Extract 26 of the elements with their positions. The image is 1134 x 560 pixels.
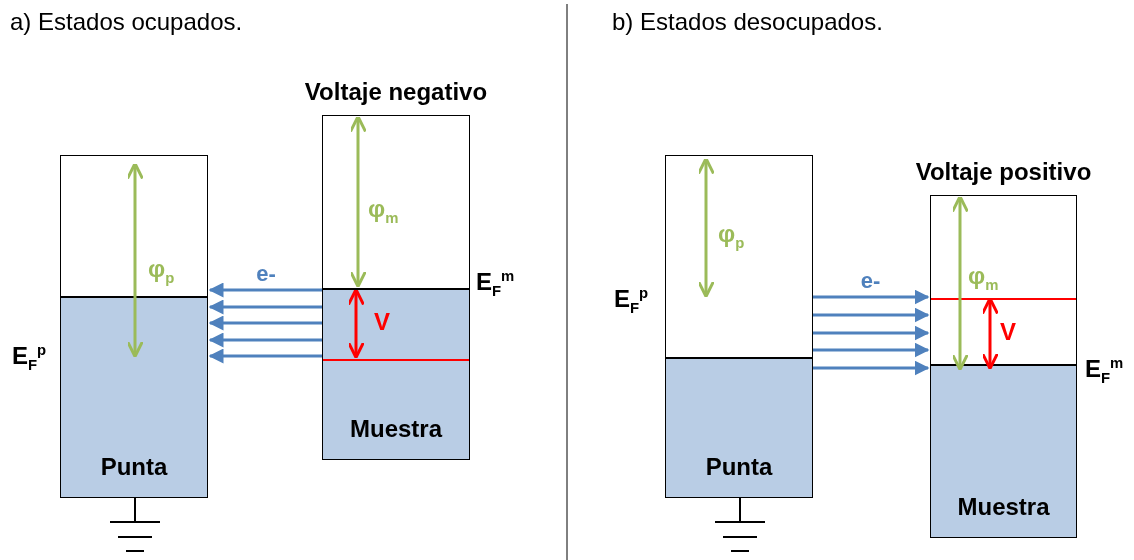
panel-title: a) Estados ocupados.: [10, 8, 243, 36]
voltage-heading: Voltaje negativo: [304, 78, 488, 106]
arrow: [208, 299, 322, 315]
energy-level-box: [60, 155, 208, 498]
symbol-label: φ$_{m}$: [968, 262, 999, 293]
box-label: Muestra: [350, 415, 442, 443]
energy-level-box: [665, 155, 813, 498]
arrow: [208, 315, 322, 331]
arrow: [208, 332, 322, 348]
symbol-label: V: [1000, 318, 1016, 346]
box-label: Punta: [100, 453, 168, 481]
symbol-label: φ$_{m}$: [368, 195, 399, 226]
panel-title: b) Estados desocupados.: [612, 8, 883, 36]
arrow: [813, 325, 930, 341]
symbol-label: φ$_{p}$: [718, 220, 745, 251]
arrow: [813, 289, 930, 305]
box-label: Muestra: [957, 493, 1050, 521]
arrow: [813, 307, 930, 323]
arrow: [208, 348, 322, 364]
symbol-label: V: [374, 308, 390, 336]
symbol-label: φ$_{p}$: [148, 255, 175, 286]
voltage-heading: Voltaje positivo: [915, 158, 1092, 186]
arrow: [813, 342, 930, 358]
box-label: Punta: [705, 453, 773, 481]
arrow: [813, 360, 930, 376]
arrow: [208, 282, 322, 298]
